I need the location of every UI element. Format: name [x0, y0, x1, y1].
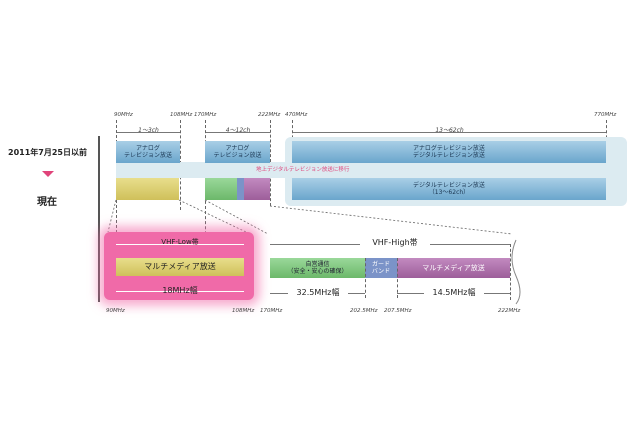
tick-108mhz: 108MHz — [170, 112, 193, 118]
tick-bottom-170mhz: 170MHz — [260, 308, 283, 314]
bar-now-multimedia — [244, 178, 270, 200]
connector-low-left — [107, 199, 117, 233]
bar-now-guard — [237, 178, 244, 200]
bar-now-own-comm — [205, 178, 237, 200]
transition-note: 地上デジタルテレビジョン放送に移行 — [256, 167, 350, 173]
tick-170mhz: 170MHz — [194, 112, 217, 118]
tick-222mhz: 222MHz — [258, 112, 281, 118]
vhf-low-band-label: VHF-Low帯 — [161, 238, 199, 246]
vhf-low-width-span — [116, 291, 244, 292]
break-mark-icon — [511, 239, 521, 305]
connector-high-right — [269, 205, 513, 235]
bar-analog-high: アナログ テレビジョン放送 — [205, 141, 270, 163]
tick-bottom-207-5mhz: 207.5MHz — [384, 308, 412, 314]
connector-high-left — [204, 199, 269, 235]
guide-222mhz-bottom — [510, 244, 511, 300]
down-arrow-icon — [42, 171, 54, 177]
vhf-high-multimedia-bar: マルチメディア放送 — [397, 258, 510, 278]
tick-bottom-108mhz: 108MHz — [232, 308, 255, 314]
tick-bottom-202-5mhz: 202.5MHz — [350, 308, 378, 314]
row-label-now: 現在 — [37, 197, 57, 208]
vhf-high-width-a: 32.5MHz幅 — [288, 287, 348, 298]
transition-band — [116, 162, 610, 178]
vhf-high-width-b: 14.5MHz幅 — [424, 287, 484, 298]
span-1-3ch — [117, 132, 180, 133]
span-13-62ch — [293, 132, 606, 133]
vhf-high-guard-bar: ガード バンド — [365, 258, 397, 278]
guide-202-5mhz — [365, 258, 366, 298]
bar-analog-low: アナログ テレビジョン放送 — [116, 141, 180, 163]
ch-range-low: 1～3ch — [138, 127, 159, 134]
bar-now-vhf-low — [116, 178, 179, 200]
span-4-12ch — [206, 132, 270, 133]
tick-770mhz: 770MHz — [594, 112, 617, 118]
tick-470mhz: 470MHz — [285, 112, 308, 118]
row-label-before: 2011年7月25日以前 — [8, 148, 87, 157]
row-divider — [98, 136, 100, 302]
vhf-high-own-comm-bar: 自営通信 （安全・安心の確保） — [270, 258, 365, 278]
tick-90mhz: 90MHz — [114, 112, 133, 118]
bar-analog-digital-uhf: アナログテレビジョン放送 デジタルテレビジョン放送 — [292, 141, 606, 163]
tick-bottom-90mhz: 90MHz — [106, 308, 125, 314]
vhf-high-band-label: VHF-High帯 — [360, 237, 430, 248]
connector-low-right — [178, 199, 247, 233]
vhf-low-width-label: 18MHz幅 — [162, 286, 198, 295]
guide-170mhz — [205, 120, 206, 300]
guide-207-5mhz — [397, 258, 398, 298]
vhf-low-span — [116, 244, 244, 245]
guide-90mhz — [116, 120, 117, 298]
ch-range-uhf: 13～62ch — [435, 127, 464, 134]
tick-bottom-222mhz: 222MHz — [498, 308, 521, 314]
vhf-low-multimedia-bar: マルチメディア放送 — [116, 258, 244, 276]
ch-range-high: 4～12ch — [225, 127, 251, 134]
bar-now-digital-tv: デジタルテレビジョン放送 （13～62ch） — [292, 178, 606, 200]
